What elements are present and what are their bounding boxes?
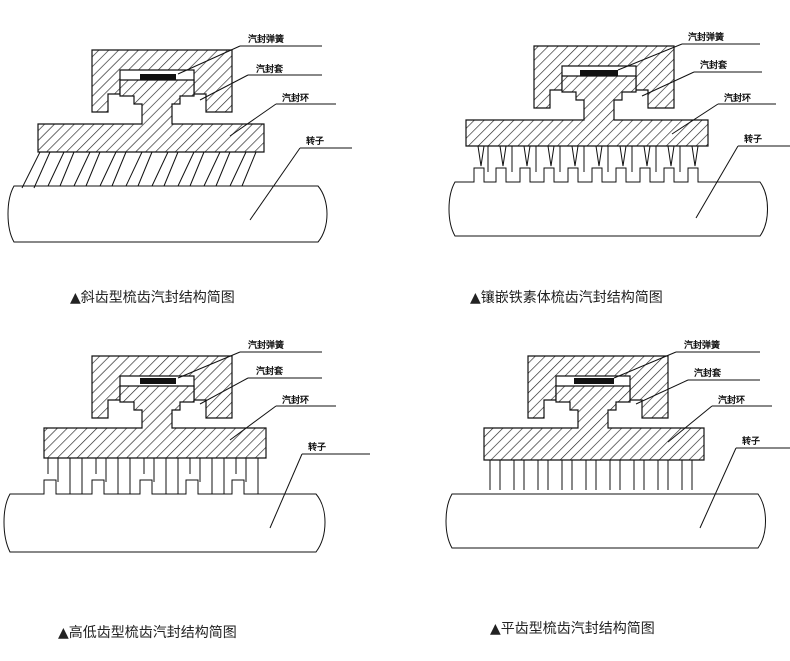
rotor-body xyxy=(445,493,766,549)
rotor-body xyxy=(448,167,768,237)
seal-ring xyxy=(43,385,267,459)
seal-sleeve xyxy=(91,355,233,419)
seal-ring xyxy=(483,385,705,461)
seal-ring xyxy=(37,79,265,153)
label-ring: 汽封环 xyxy=(282,92,309,104)
panel-slant: 汽封弹簧 汽封套 汽封环 转子 ▲斜齿型梳齿汽封结构简图 xyxy=(7,33,352,306)
inlaid-teeth xyxy=(477,145,699,172)
seal-spring xyxy=(580,70,618,76)
label-sleeve: 汽封套 xyxy=(700,59,728,71)
caption-slant: ▲斜齿型梳齿汽封结构简图 xyxy=(70,289,235,306)
label-rotor: 转子 xyxy=(308,441,326,453)
seal-spring xyxy=(574,378,614,384)
seal-sleeve xyxy=(527,355,669,419)
highlow-teeth xyxy=(47,458,259,494)
label-ring: 汽封环 xyxy=(282,394,309,406)
label-spring: 汽封弹簧 xyxy=(248,339,284,351)
panel-inlaid: 汽封弹簧 汽封套 汽封环 转子 ▲镶嵌铁素体梳齿汽封结构简图 xyxy=(448,31,790,306)
caption-highlow: ▲高低齿型梳齿汽封结构简图 xyxy=(58,624,237,641)
rotor-body xyxy=(7,185,328,243)
label-rotor: 转子 xyxy=(742,435,760,447)
label-ring: 汽封环 xyxy=(724,92,751,104)
label-spring: 汽封弹簧 xyxy=(248,33,284,45)
flat-teeth xyxy=(489,460,693,490)
rotor-body xyxy=(3,479,326,553)
seal-spring xyxy=(140,378,176,384)
label-spring: 汽封弹簧 xyxy=(684,339,720,351)
caption-inlaid: ▲镶嵌铁素体梳齿汽封结构简图 xyxy=(470,289,663,306)
label-rotor: 转子 xyxy=(306,135,324,147)
caption-flat: ▲平齿型梳齿汽封结构简图 xyxy=(490,620,655,637)
slant-teeth xyxy=(21,151,257,189)
label-sleeve: 汽封套 xyxy=(694,367,722,379)
label-sleeve: 汽封套 xyxy=(256,365,284,377)
seal-ring xyxy=(465,75,709,147)
label-ring: 汽封环 xyxy=(718,394,745,406)
seal-spring xyxy=(140,74,176,80)
label-rotor: 转子 xyxy=(744,133,762,145)
label-spring: 汽封弹簧 xyxy=(688,31,724,43)
panel-flat: 汽封弹簧 汽封套 汽封环 转子 ▲平齿型梳齿汽封结构简图 xyxy=(445,339,790,637)
label-sleeve: 汽封套 xyxy=(256,63,284,75)
panel-highlow: 汽封弹簧 汽封套 汽封环 转子 ▲高低齿型梳齿汽封结构简图 xyxy=(3,339,370,641)
